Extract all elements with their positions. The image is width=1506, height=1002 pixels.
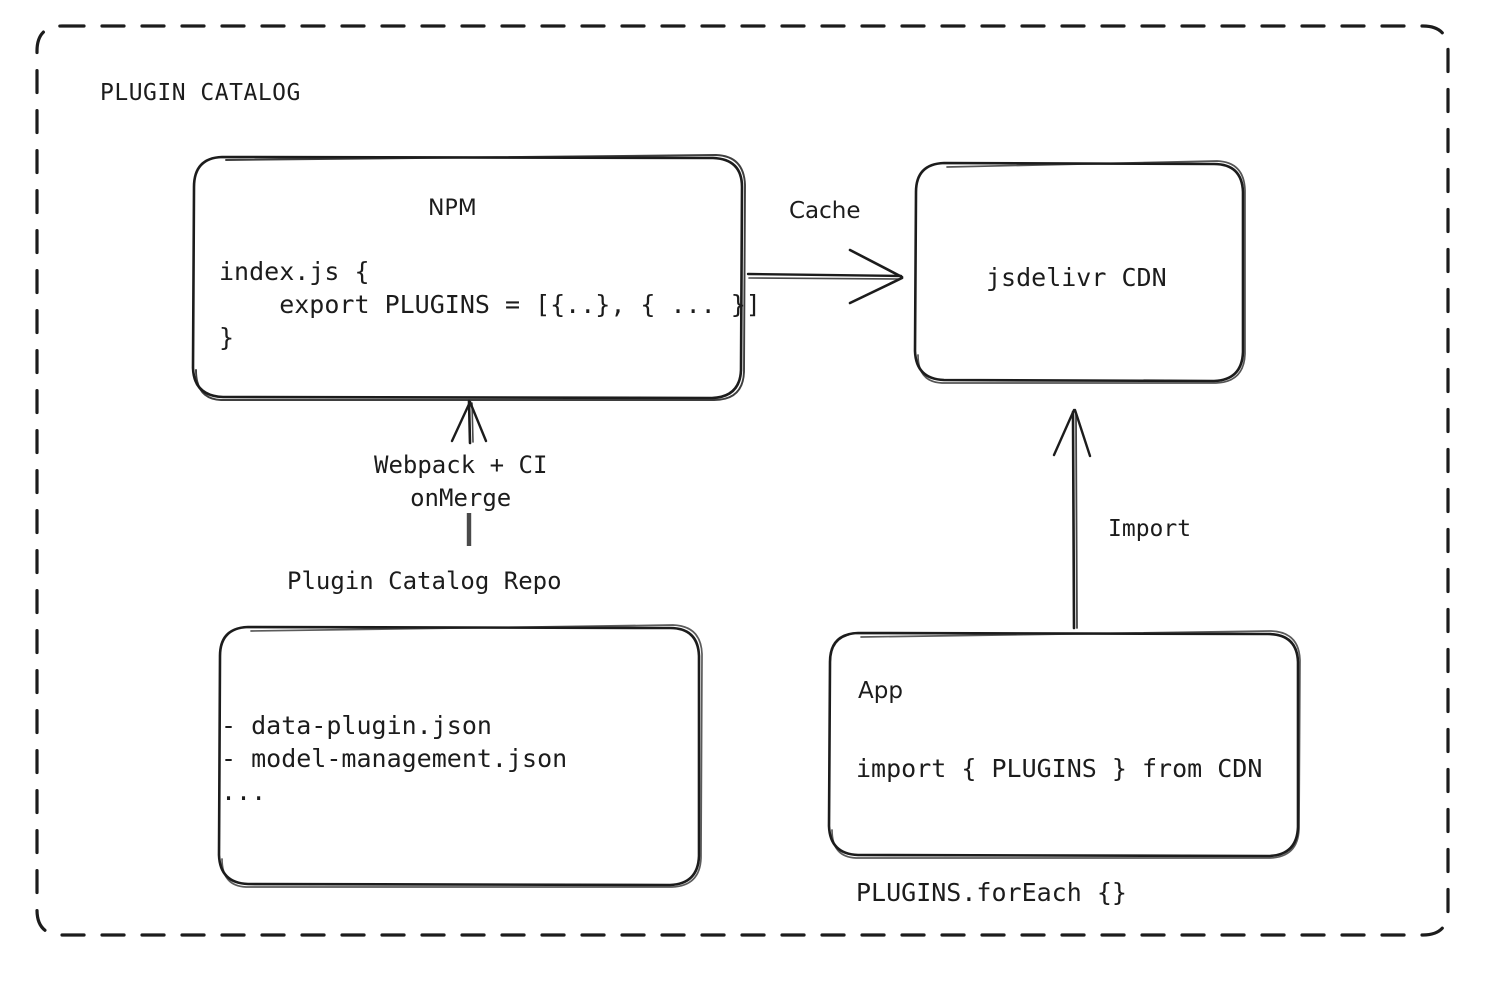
app-node-code: import { PLUGINS } from CDN PLUGINS.forE…: [856, 754, 1263, 907]
import-arrow: [1052, 408, 1092, 630]
app-node-title: App: [858, 678, 903, 704]
npm-node-code: index.js { export PLUGINS = [{..}, { ...…: [219, 257, 761, 352]
plugin-catalog-title: PLUGIN CATALOG: [100, 80, 301, 106]
repo-node-file-list: - data-plugin.json - model-management.js…: [221, 711, 568, 806]
repo-node-title: Plugin Catalog Repo: [287, 567, 562, 595]
import-edge-label: Import: [1108, 516, 1192, 542]
build-edge-label: Webpack + CI onMerge: [374, 451, 548, 512]
npm-node-title: NPM: [428, 196, 477, 221]
cdn-node-title: jsdelivr CDN: [986, 263, 1167, 292]
cache-arrow: [746, 248, 904, 305]
cache-edge-label: Cache: [789, 198, 861, 224]
